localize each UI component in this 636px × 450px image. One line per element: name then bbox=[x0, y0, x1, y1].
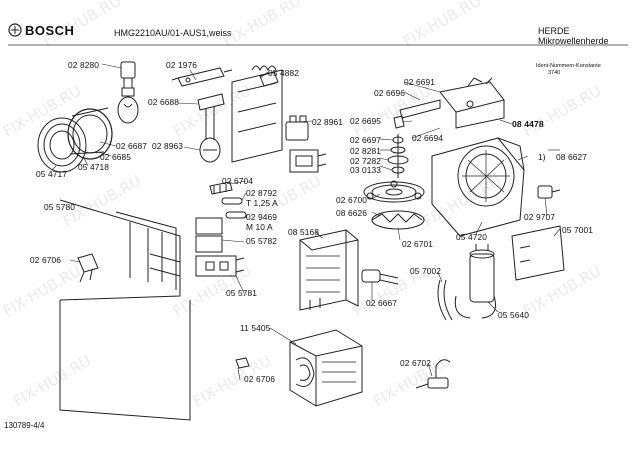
part-label: 05 7001 bbox=[562, 225, 593, 235]
category-title: HERDE bbox=[538, 26, 570, 36]
part-label: 11 5405 bbox=[240, 323, 271, 333]
part-label: 02 8963 bbox=[152, 141, 183, 151]
door-switch-icon bbox=[77, 253, 99, 283]
switch-icon bbox=[285, 115, 309, 141]
blower-fan-icon bbox=[431, 137, 525, 237]
part-label: 02 6697 bbox=[350, 135, 381, 145]
part-label: 02 7282 bbox=[350, 156, 381, 166]
turntable-motor-icon bbox=[399, 77, 505, 129]
leader-lines bbox=[51, 63, 561, 381]
part-label: 02 6704 bbox=[222, 176, 253, 186]
part-label: 02 8281 bbox=[350, 146, 381, 156]
terminal-block-icon bbox=[195, 217, 245, 277]
part-label: 02 6687 bbox=[116, 141, 147, 151]
document-number: 130789-4/4 bbox=[4, 421, 45, 430]
coupler-stack-icon bbox=[387, 115, 409, 178]
hv-transformer-icon bbox=[289, 329, 363, 407]
lamp-cover-icon bbox=[37, 107, 113, 173]
part-label: 05 4717 bbox=[36, 169, 67, 179]
part-label: 02 8792 bbox=[246, 188, 277, 198]
lamp-socket-icon bbox=[117, 61, 139, 124]
part-label: 02 6702 bbox=[400, 358, 431, 368]
part-label: 02 6667 bbox=[366, 298, 397, 308]
part-label: 08 5168 bbox=[288, 227, 319, 237]
footnote-marker: 1) bbox=[538, 152, 546, 162]
interlock-switch-icon bbox=[289, 149, 327, 173]
part-label: 08 6627 bbox=[556, 152, 587, 162]
part-label: 02 6706 bbox=[244, 374, 275, 384]
part-label: 02 8280 bbox=[68, 60, 99, 70]
part-label: 02 6695 bbox=[350, 116, 381, 126]
bosch-logo-icon bbox=[8, 23, 22, 37]
part-label: 02 6685 bbox=[100, 152, 131, 162]
fuse-holder-icon bbox=[209, 181, 233, 195]
part-label: 02 8961 bbox=[312, 117, 343, 127]
hv-diode-icon bbox=[415, 359, 451, 389]
ident-label: Ident-Nummern-Konstante bbox=[536, 63, 601, 69]
part-label: 02 6696 bbox=[374, 88, 405, 98]
capacitor-icon bbox=[197, 93, 225, 163]
part-label: 08 4478 bbox=[512, 119, 544, 129]
turntable-ring-icon bbox=[363, 180, 425, 203]
part-label: 03 0133 bbox=[350, 165, 381, 175]
part-label: 02 1976 bbox=[166, 60, 197, 70]
part-label: 05 5781 bbox=[226, 288, 257, 298]
control-board-icon bbox=[231, 65, 283, 163]
resistor-icon bbox=[171, 67, 233, 87]
brand-name: BOSCH bbox=[25, 23, 75, 38]
terminal-icon bbox=[235, 357, 250, 369]
part-label: 02 6706 bbox=[30, 255, 61, 265]
part-label: 05 7002 bbox=[410, 266, 441, 276]
part-label: 05 5640 bbox=[498, 310, 529, 320]
category-subtitle: Mikrowellenherde bbox=[538, 36, 609, 46]
part-label: 02 6694 bbox=[412, 133, 443, 143]
magnetron-icon bbox=[299, 229, 359, 311]
ident-value: 3740 bbox=[548, 70, 561, 76]
part-rating: M 10 A bbox=[246, 222, 273, 232]
part-label: 02 6691 bbox=[404, 77, 435, 87]
part-label: 02 6688 bbox=[148, 97, 179, 107]
cover-bracket-icon bbox=[511, 225, 565, 281]
capacitor-clamp-icon bbox=[437, 279, 453, 321]
part-rating: T 1,25 A bbox=[246, 198, 278, 208]
part-label: 02 6701 bbox=[402, 239, 433, 249]
micro-switch-icon bbox=[537, 185, 561, 199]
part-label: 05 4882 bbox=[268, 68, 299, 78]
part-label: 05 4718 bbox=[78, 162, 109, 172]
part-label: 05 4720 bbox=[456, 232, 487, 242]
thermostat-icon bbox=[361, 269, 399, 285]
hv-capacitor-icon bbox=[454, 244, 496, 319]
part-label: 08 6626 bbox=[336, 208, 367, 218]
chassis-bracket-icon bbox=[59, 199, 191, 421]
part-label: 02 9707 bbox=[524, 212, 555, 222]
part-label: 05 5780 bbox=[44, 202, 75, 212]
part-label: 02 6700 bbox=[336, 195, 367, 205]
part-label: 05 5782 bbox=[246, 236, 277, 246]
fuse-icon bbox=[221, 197, 247, 219]
model-number: HMG2210AU/01-AUS1,weiss bbox=[114, 28, 232, 38]
part-label: 02 9469 bbox=[246, 212, 277, 222]
stirrer-icon bbox=[371, 210, 425, 230]
